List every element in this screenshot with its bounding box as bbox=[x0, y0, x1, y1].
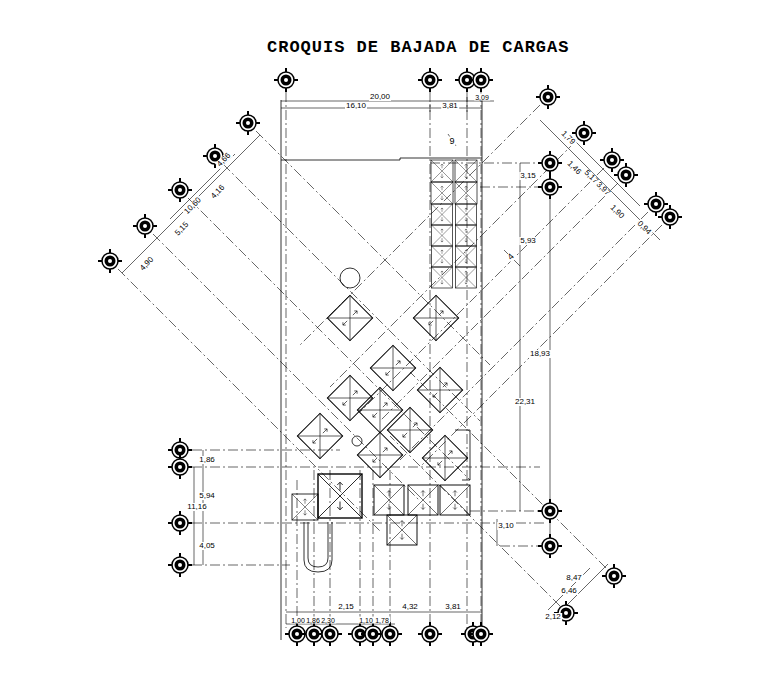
dimension-text: 1,10 bbox=[358, 617, 374, 624]
dimension-text: 1,90 bbox=[608, 203, 626, 221]
dimension-text: 5,15 bbox=[173, 220, 191, 238]
building-outline bbox=[281, 100, 482, 640]
dimension-text: 1,46 bbox=[565, 159, 583, 177]
drawing-title: CROQUIS DE BAJADA DE CARGAS bbox=[267, 39, 569, 56]
dimension-text: 3,81 bbox=[441, 102, 459, 110]
roof-tiles bbox=[292, 160, 477, 545]
dimension-text: 8,47 bbox=[565, 574, 583, 582]
dimension-text: 1,86 bbox=[198, 456, 216, 464]
dimension-text: 1,78 bbox=[374, 617, 390, 624]
dimension-text: 1,79 bbox=[559, 129, 577, 147]
dimension-text: 3,15 bbox=[519, 172, 537, 180]
dimension-text: 22,31 bbox=[514, 398, 536, 406]
dimension-text: 2,12 bbox=[544, 613, 562, 621]
dimension-text: 1,86 bbox=[305, 617, 321, 624]
dimension-lines bbox=[122, 97, 660, 624]
axis-lines bbox=[118, 92, 662, 628]
dimension-text: 2,30 bbox=[320, 617, 336, 624]
dimension-text: 4,16 bbox=[209, 183, 227, 201]
dimension-text: 4,32 bbox=[401, 603, 419, 611]
dimension-text: 3,81 bbox=[444, 603, 462, 611]
dimension-text: 3,97 bbox=[594, 180, 612, 198]
dimension-text: 0,94 bbox=[635, 219, 653, 237]
dimension-text: 3,10 bbox=[497, 522, 515, 530]
dimension-text: 11,16 bbox=[186, 503, 207, 511]
dimension-text: 5,93 bbox=[519, 237, 537, 245]
dimension-text: 6,46 bbox=[560, 587, 578, 595]
axis-bubbles bbox=[98, 68, 682, 646]
misc-figures bbox=[304, 268, 470, 572]
dimension-text: 18,93 bbox=[529, 350, 551, 358]
dimension-text: 4,05 bbox=[198, 542, 216, 550]
dimension-text: 4,90 bbox=[138, 255, 156, 273]
dimension-text: 10,60 bbox=[182, 195, 203, 216]
dimension-text: 5,94 bbox=[198, 492, 216, 500]
dimension-text: 20,00 bbox=[369, 93, 391, 101]
dimension-text: 3,09 bbox=[474, 94, 490, 101]
dimension-text: 1,00 bbox=[290, 617, 306, 624]
dimension-text: 9 bbox=[448, 137, 455, 146]
dimension-text: 2,15 bbox=[337, 603, 355, 611]
dimension-text: 16,10 bbox=[345, 102, 367, 110]
